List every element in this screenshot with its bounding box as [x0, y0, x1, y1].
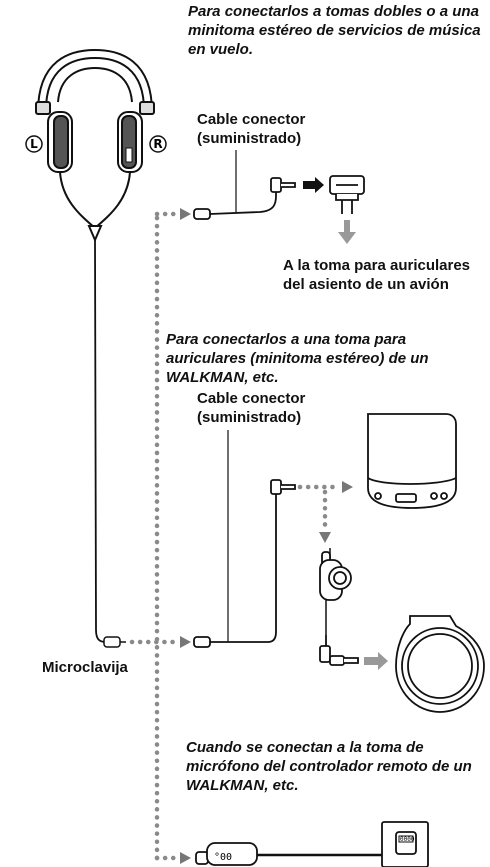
airplane-seat-jack-label: A la toma para auriculares del asiento d…: [283, 257, 471, 293]
walkman-player-icon: [367, 413, 457, 509]
connection-cable-1: [193, 150, 296, 220]
remote-control-icon: [319, 548, 359, 666]
black-arrow-icon: [303, 177, 324, 193]
connection-cable-label-1: Cable conector (suministrado): [197, 111, 306, 147]
connection-cable-2: [193, 430, 296, 648]
disc-player-icon: [395, 615, 485, 713]
arrowhead-icons: [180, 208, 353, 864]
left-channel-mark: L: [25, 135, 43, 153]
airline-adapter-icon: [329, 175, 365, 214]
right-channel-mark: R: [149, 135, 167, 153]
device-display-text: 0000: [400, 836, 415, 843]
microplug-icon: [103, 636, 126, 648]
svg-text:L: L: [30, 137, 38, 151]
walkman-heading: Para conectarlos a una toma para auricul…: [166, 331, 429, 386]
microplug-label: Microclavija: [42, 659, 128, 676]
connection-cable-label-2: Cable conector (suministrado): [197, 390, 306, 426]
headphone-cord: [94, 239, 107, 643]
inflight-heading: Para conectarlos a tomas dobles o a una …: [188, 3, 481, 58]
dotted-connection-paths: [129, 211, 343, 861]
headphones-icon: [35, 48, 155, 243]
walkman-remote-device-icon: [381, 821, 429, 867]
seat-arrow-icon: [338, 220, 356, 244]
svg-text:R: R: [153, 137, 162, 151]
player-arrow-icon: [364, 652, 388, 670]
remote-display-text: °00: [214, 852, 232, 863]
remote-heading: Cuando se conectan a la toma de micrófon…: [186, 739, 472, 794]
